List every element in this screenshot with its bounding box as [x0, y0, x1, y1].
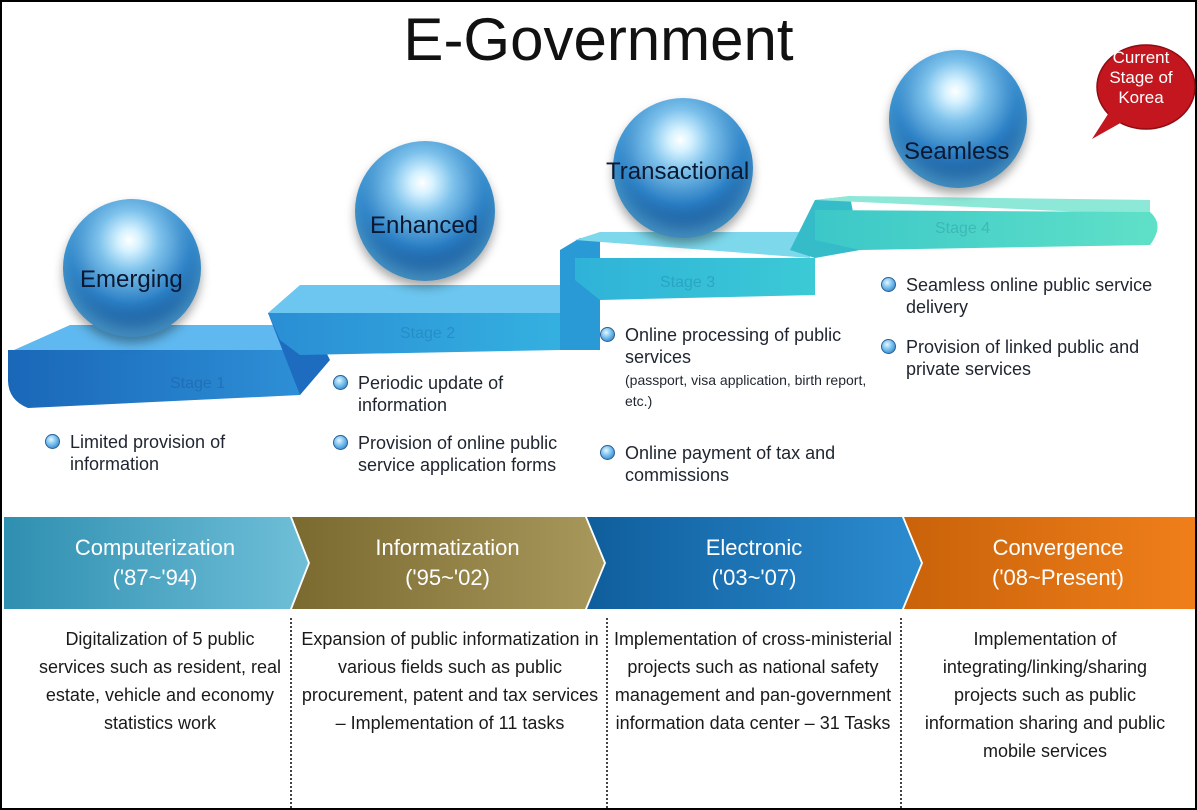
- sphere-transactional: [613, 98, 753, 238]
- era-convergence: Convergence ('08~Present): [923, 517, 1193, 609]
- step-label-1: Stage 1: [170, 375, 225, 392]
- callout-bubble: [1092, 44, 1196, 139]
- divider-1: [290, 618, 292, 808]
- era-chevron-2: [292, 517, 604, 609]
- era-name: Convergence: [992, 535, 1124, 560]
- bullet-icon: [333, 375, 348, 390]
- era-name: Electronic: [705, 535, 803, 560]
- sphere-emerging: [63, 199, 201, 337]
- bullet-icon: [333, 435, 348, 450]
- bullet-icon: [881, 339, 896, 354]
- callout-text: Current Stage of Korea: [1109, 48, 1173, 107]
- era-name: Informatization: [375, 535, 520, 560]
- bullet-icon: [881, 277, 896, 292]
- bullet-icon: [600, 327, 615, 342]
- step-4: [815, 196, 1150, 215]
- bullet-stage2-1: Periodic update of information: [333, 372, 563, 416]
- stage-label-enhanced: Enhanced: [370, 212, 479, 239]
- era-description-3: Implementation of cross-ministerial proj…: [613, 629, 893, 733]
- era-period: ('08~Present): [992, 565, 1124, 590]
- era-chevron-1: [4, 517, 308, 609]
- stage-label-transactional: Transactional: [606, 158, 750, 185]
- bullet-stage1-1: Limited provision of information: [45, 431, 275, 475]
- bullet-stage2-2: Provision of online public service appli…: [333, 432, 563, 476]
- era-period: ('95~'02): [405, 565, 490, 590]
- bullet-icon: [600, 445, 615, 460]
- bullet-icon: [45, 434, 60, 449]
- bullet-stage3-note: (passport, visa application, birth repor…: [625, 372, 867, 409]
- era-period: ('03~'07): [711, 565, 797, 590]
- diagram-title: E-Government: [403, 6, 794, 73]
- sphere-seamless: [889, 50, 1027, 188]
- divider-2: [606, 618, 608, 808]
- stage-label-seamless: Seamless: [904, 138, 1010, 165]
- era-computerization: Computerization ('87~'94): [20, 517, 290, 609]
- step-label-2: Stage 2: [400, 325, 455, 342]
- era-chevron-4: [904, 517, 1195, 609]
- era-informatization: Informatization ('95~'02): [310, 517, 585, 609]
- step-label-3: Stage 3: [660, 274, 715, 291]
- step-label-4: Stage 4: [935, 220, 990, 237]
- era-description-1: Digitalization of 5 public services such…: [38, 629, 282, 733]
- era-period: ('87~'94): [112, 565, 198, 590]
- bullet-stage3-1: Online processing of public services (pa…: [600, 324, 880, 412]
- divider-3: [900, 618, 902, 808]
- step-2: [268, 285, 560, 313]
- step-3: [575, 232, 810, 258]
- step-1: [14, 325, 300, 350]
- era-name: Computerization: [74, 535, 236, 560]
- bullet-stage3-2: Online payment of tax and commissions: [600, 442, 880, 486]
- stage-label-emerging: Emerging: [80, 266, 183, 293]
- bullet-stage4-1: Seamless online public service delivery: [881, 274, 1186, 318]
- bullet-stage4-2: Provision of linked public and private s…: [881, 336, 1186, 380]
- era-chevron-3: [587, 517, 921, 609]
- sphere-enhanced: [355, 141, 495, 281]
- staircase: Stage 1 Stage 2 Stage 3 Stage 4: [8, 196, 1158, 408]
- era-description-2: Expansion of public informatization in v…: [301, 629, 599, 733]
- era-electronic: Electronic ('03~'07): [606, 517, 902, 609]
- era-band: [4, 517, 1195, 609]
- era-description-4: Implementation of integrating/linking/sh…: [924, 629, 1166, 761]
